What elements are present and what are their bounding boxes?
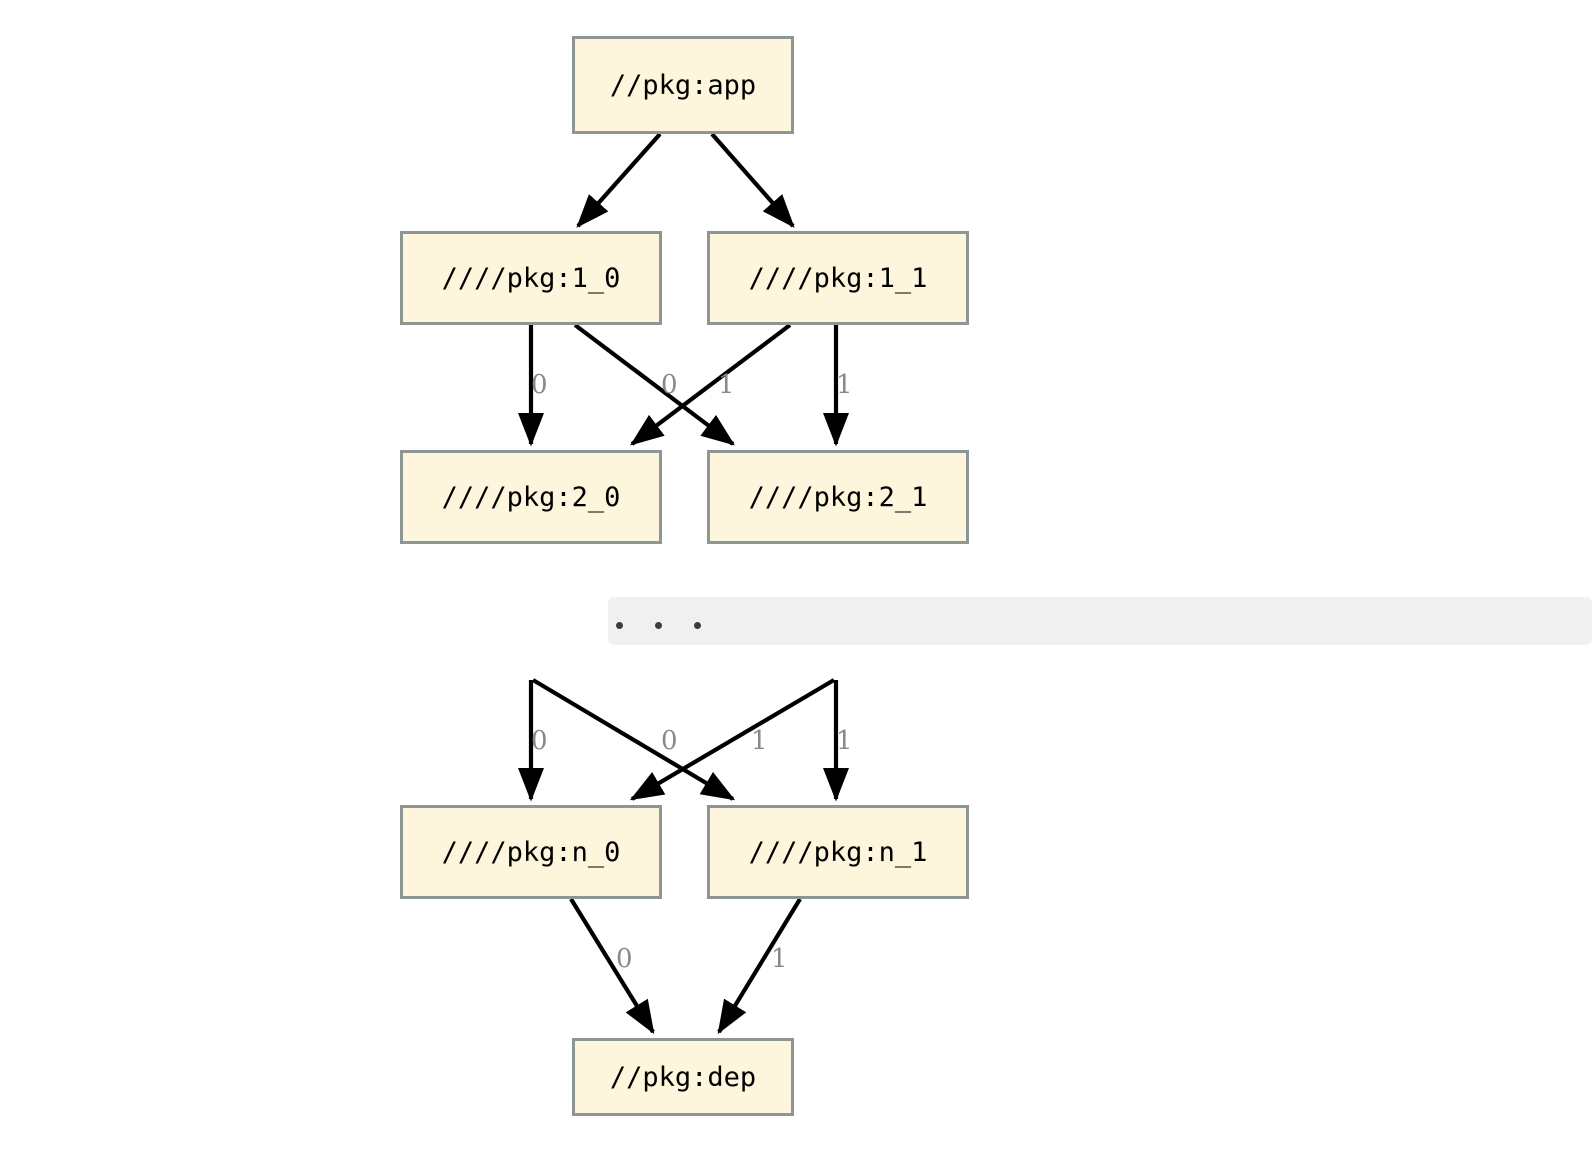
elided-nodes-band[interactable] [608, 597, 1592, 645]
node-label: ////pkg:1_1 [748, 262, 928, 294]
node-label: ////pkg:1_0 [441, 262, 621, 294]
ellipsis-dot-3 [694, 622, 701, 629]
edge-n1_0-to-n2_1 [573, 323, 736, 446]
node-label: ////pkg:n_0 [441, 836, 621, 868]
edge-label: 1 [836, 370, 853, 400]
edge-elided-to-nn_1 [531, 678, 736, 801]
edge-n1_1-to-n2_0 [629, 323, 792, 446]
node-dep[interactable]: //pkg:dep [572, 1038, 794, 1116]
ellipsis-dot-1 [616, 622, 623, 629]
node-nn_1[interactable]: ////pkg:n_1 [707, 805, 969, 899]
edge-label: 1 [836, 726, 853, 756]
edge-app-to-n1_1 [710, 132, 795, 228]
node-n1_1[interactable]: ////pkg:1_1 [707, 231, 969, 325]
node-n2_0[interactable]: ////pkg:2_0 [400, 450, 662, 544]
edge-elided-to-nn_0 [629, 678, 836, 801]
node-label: ////pkg:2_1 [748, 481, 928, 513]
edge-label: 0 [616, 944, 633, 974]
edge-label: 0 [661, 726, 678, 756]
node-label: ////pkg:n_1 [748, 836, 928, 868]
edge-label: 0 [661, 370, 678, 400]
node-app[interactable]: //pkg:app [572, 36, 794, 134]
node-label: //pkg:app [609, 69, 757, 101]
edge-label: 1 [718, 370, 735, 400]
edge-label: 0 [531, 726, 548, 756]
edge-label: 1 [771, 944, 788, 974]
node-nn_0[interactable]: ////pkg:n_0 [400, 805, 662, 899]
edge-label: 0 [531, 370, 548, 400]
node-label: //pkg:dep [609, 1061, 757, 1093]
ellipsis-dot-2 [655, 622, 662, 629]
edge-nn_1-to-dep [717, 897, 802, 1035]
ellipsis-icon [608, 622, 701, 645]
node-label: ////pkg:2_0 [441, 481, 621, 513]
edge-nn_0-to-dep [569, 897, 655, 1035]
node-n2_1[interactable]: ////pkg:2_1 [707, 450, 969, 544]
node-n1_0[interactable]: ////pkg:1_0 [400, 231, 662, 325]
edge-app-to-n1_0 [576, 132, 662, 228]
edge-label: 1 [751, 726, 768, 756]
